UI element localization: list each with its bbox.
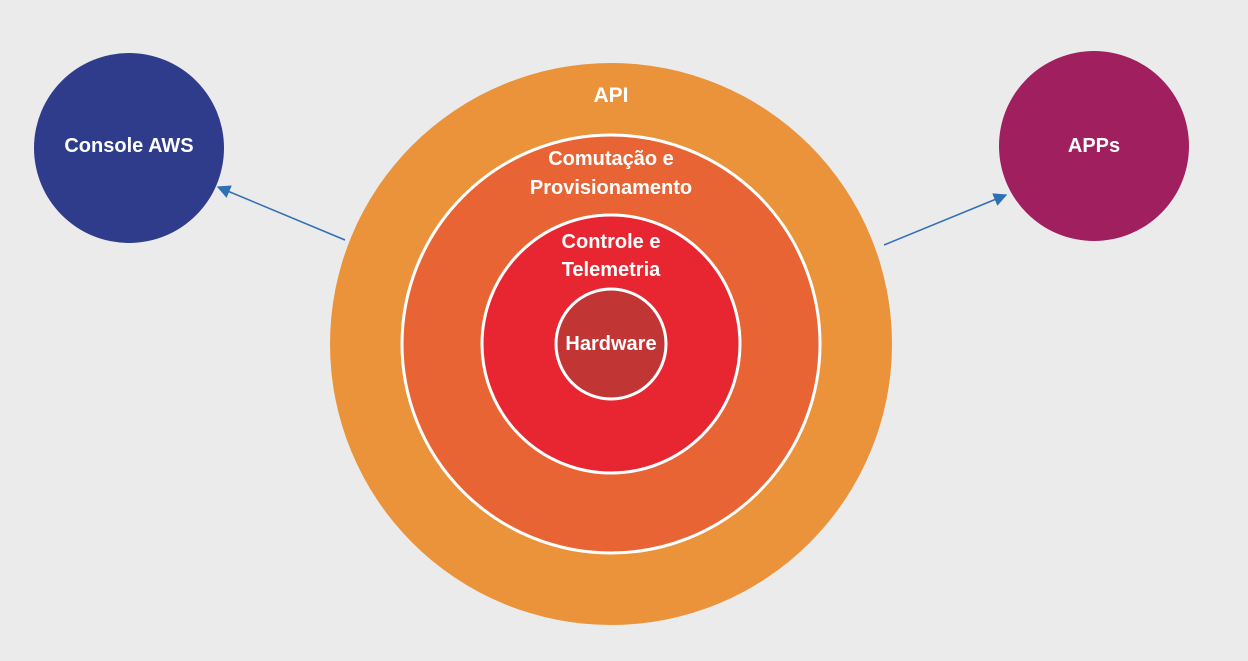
apps-node	[999, 51, 1189, 241]
hardware-label: Hardware	[565, 333, 656, 355]
console-aws-node	[34, 53, 224, 243]
api-label: API	[593, 84, 628, 107]
apps-label: APPs	[1068, 135, 1120, 157]
arrow-to-console	[216, 185, 346, 241]
arrow-to-apps	[883, 193, 1008, 246]
console-aws-label: Console AWS	[64, 135, 193, 157]
compute-label-line1: Comutação e	[548, 148, 674, 170]
control-label-line2: Telemetria	[562, 259, 661, 281]
control-label-line1: Controle e	[562, 231, 661, 253]
compute-label-line2: Provisionamento	[530, 177, 692, 199]
hardware-core	[554, 287, 668, 401]
